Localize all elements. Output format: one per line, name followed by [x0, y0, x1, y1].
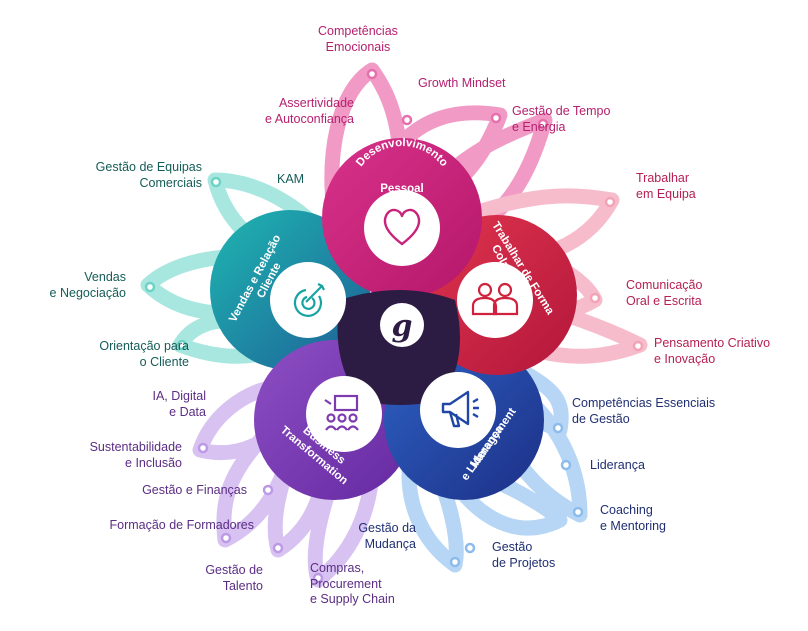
petal-dot — [144, 281, 156, 293]
people-icon — [471, 282, 519, 316]
megaphone-icon — [441, 390, 479, 428]
label-lideranca: Liderança — [590, 458, 645, 472]
petal-dot — [449, 556, 461, 568]
petal-dot — [560, 459, 572, 471]
hub-dev-subtitle: Pessoal — [380, 183, 423, 195]
petal-dot — [366, 68, 378, 80]
petal-dot — [176, 339, 188, 351]
brand-g-logo: g — [392, 309, 413, 344]
label-formacao-formadores: Formação de Formadores — [109, 518, 254, 532]
petal-dot — [197, 442, 209, 454]
petal-dot — [272, 542, 284, 554]
petal-dot — [604, 196, 616, 208]
petal-dot — [312, 572, 324, 584]
petal-dot — [401, 114, 413, 126]
label-growth-mindset: Growth Mindset — [418, 76, 506, 90]
petal-dot — [552, 422, 564, 434]
hub-dev-disc — [364, 190, 440, 266]
petal-mgmt-bot2 — [452, 462, 568, 536]
petal-dot — [210, 176, 222, 188]
petal-dot — [572, 506, 584, 518]
presentation-icon — [324, 394, 359, 431]
hub-mgmt-disc — [420, 372, 496, 448]
petal-dot — [537, 118, 549, 130]
hub-overlap-center — [337, 290, 460, 405]
petal-dot — [632, 340, 644, 352]
petal-dot — [220, 532, 232, 544]
petal-dot — [464, 542, 476, 554]
petal-dot — [589, 292, 601, 304]
petal-dot — [262, 484, 274, 496]
center-disc — [380, 303, 424, 347]
heart-icon — [383, 208, 421, 246]
petal-dot — [490, 112, 502, 124]
label-kam: KAM — [277, 172, 305, 186]
target-icon — [293, 283, 325, 317]
label-gestao-financas: Gestão e Finanças — [142, 483, 247, 497]
